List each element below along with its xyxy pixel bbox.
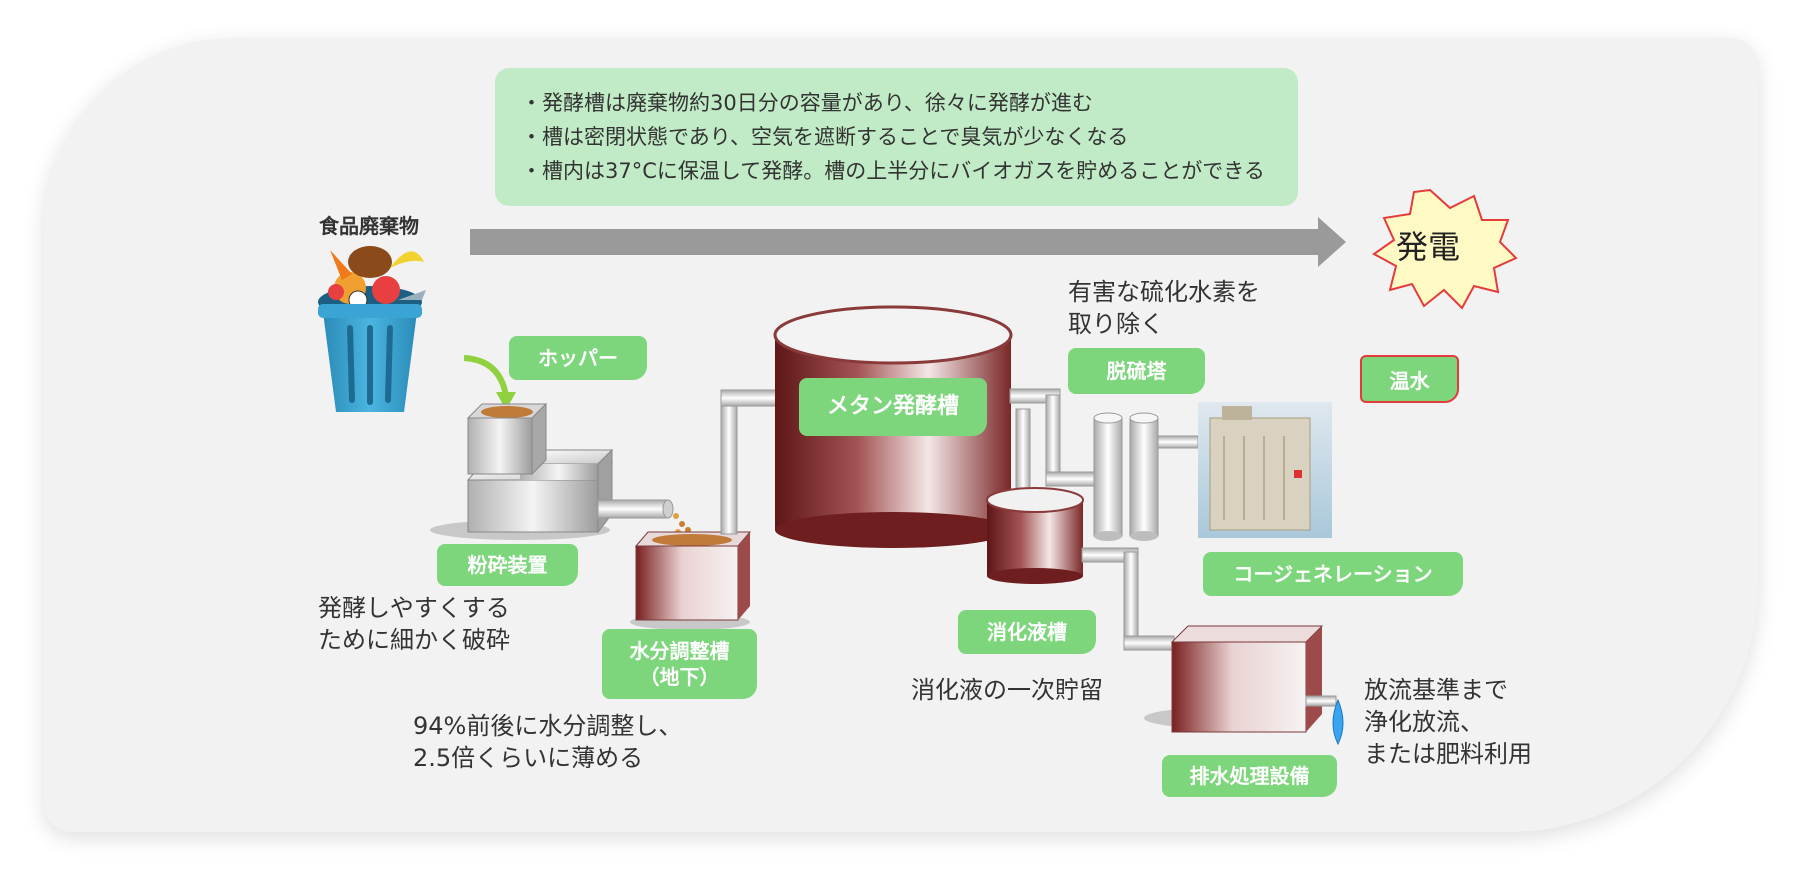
- crush-note: 発酵しやすくする ために細かく破砕: [318, 592, 510, 656]
- discharge-note-line3: または肥料利用: [1364, 740, 1532, 768]
- feed-arrow-icon: [463, 355, 516, 410]
- input-label: 食品廃棄物: [319, 214, 419, 238]
- feed-pipe: [720, 389, 778, 535]
- crush-note-line2: ために細かく破砕: [318, 626, 510, 654]
- discharge-note: 放流基準まで 浄化放流、 または肥料利用: [1364, 674, 1532, 770]
- discharge-note-line1: 放流基準まで: [1364, 676, 1508, 704]
- h2s-note: 有害な硫化水素を 取り除く: [1068, 276, 1260, 340]
- crush-note-line1: 発酵しやすくする: [318, 594, 510, 622]
- crusher-machine: [430, 402, 674, 540]
- gas-pipe: [1009, 388, 1099, 506]
- water-drop-icon: [1332, 698, 1344, 746]
- info-line: ・発酵槽は廃棄物約30日分の容量があり、徐々に発酵が進む: [521, 91, 1093, 115]
- wastewater-tag: 排水処理設備: [1162, 755, 1337, 797]
- h2s-note-line2: 取り除く: [1068, 310, 1164, 338]
- info-line: ・槽は密閉状態であり、空気を遮断することで臭気が少なくなる: [521, 125, 1129, 149]
- power-burst-icon: [1372, 188, 1518, 310]
- output-label: 発電: [1396, 228, 1461, 266]
- digestate-tank-tag: 消化液槽: [958, 610, 1096, 654]
- crusher-tag: 粉砕装置: [437, 544, 578, 586]
- cogeneration-unit: [1198, 402, 1332, 538]
- moisture-tank-tag-line2: （地下）: [639, 665, 720, 689]
- digestate-pipe: [1081, 547, 1175, 651]
- moisture-note: 94%前後に水分調整し、 2.5倍くらいに薄める: [413, 710, 682, 774]
- info-box: ・発酵槽は廃棄物約30日分の容量があり、徐々に発酵が進む ・槽は密閉状態であり、…: [495, 68, 1298, 206]
- discharge-note-line2: 浄化放流、: [1364, 708, 1484, 736]
- digestate-tank: [986, 487, 1084, 584]
- desulfurization-tower: [1093, 412, 1199, 541]
- wastewater-unit: [1144, 625, 1344, 746]
- moisture-note-line2: 2.5倍くらいに薄める: [413, 744, 644, 772]
- moisture-note-line1: 94%前後に水分調整し、: [413, 712, 683, 740]
- cogeneration-tag: コージェネレーション: [1203, 552, 1463, 596]
- methane-tank-tag: メタン発酵槽: [799, 378, 987, 436]
- h2s-note-line1: 有害な硫化水素を: [1068, 278, 1260, 306]
- moisture-tank-tag-line1: 水分調整槽: [629, 639, 730, 663]
- moisture-tank-tag: 水分調整槽 （地下）: [602, 629, 757, 699]
- process-arrow: [470, 217, 1346, 267]
- digestate-note: 消化液の一次貯留: [911, 676, 1103, 704]
- food-waste-bin-icon: [318, 246, 426, 412]
- hopper-tag: ホッパー: [509, 336, 647, 380]
- moisture-tank: [630, 531, 752, 630]
- info-line: ・槽内は37°Cに保温して発酵。槽の上半分にバイオガスを貯めることができる: [521, 159, 1265, 183]
- hot-water-tag: 温水: [1360, 355, 1459, 403]
- desulfurization-tag: 脱硫塔: [1068, 348, 1205, 394]
